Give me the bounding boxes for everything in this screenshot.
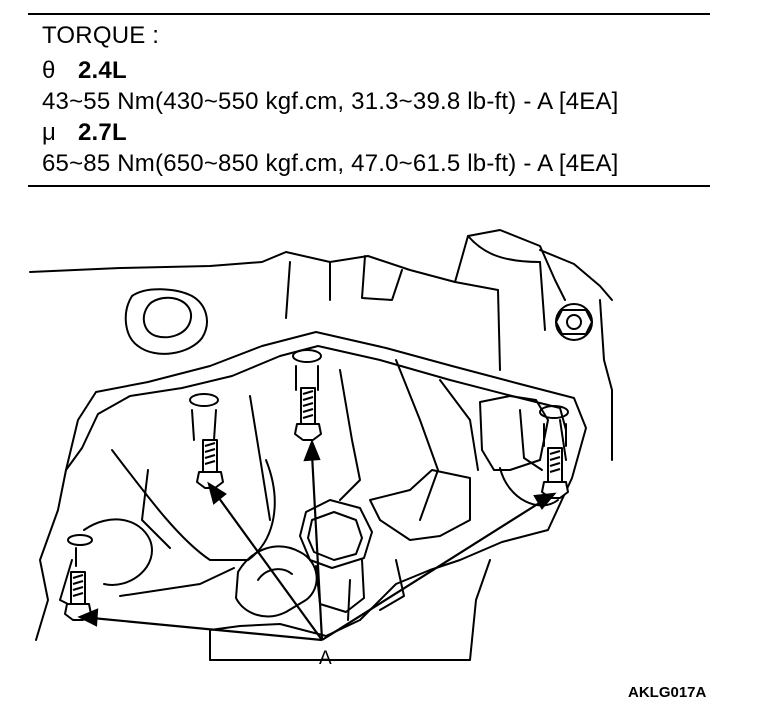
torque-heading: TORQUE : <box>42 22 160 49</box>
engine-mount-illustration <box>29 229 613 661</box>
arrowhead <box>207 481 227 505</box>
figure-code: AKLG017A <box>628 684 707 701</box>
bolt-hole <box>67 534 93 546</box>
bolt-icon <box>294 387 322 441</box>
bracket-outline <box>57 331 587 661</box>
arrowhead <box>533 492 557 510</box>
rule-top <box>28 13 710 15</box>
arrowhead <box>303 439 321 462</box>
theta-engine-symbol: θ <box>42 57 56 84</box>
torque-spec-27l: 65~85 Nm(650~850 kgf.cm, 47.0~61.5 lb-ft… <box>42 150 619 177</box>
torque-spec-24l: 43~55 Nm(430~550 kgf.cm, 31.3~39.8 lb-ft… <box>42 88 619 115</box>
bolt-hole <box>189 393 219 407</box>
bolt-hole <box>539 405 569 419</box>
rule-bottom <box>28 185 710 187</box>
engine-27l-label: 2.7L <box>78 119 127 146</box>
engine-27l-row: μ 2.7L <box>42 119 127 147</box>
bolt-icon <box>64 571 92 621</box>
bolt-icon <box>541 447 569 499</box>
mu-engine-symbol: μ <box>42 119 57 146</box>
engine-block-outline <box>29 251 499 291</box>
bolt-hole <box>292 349 322 363</box>
engine-24l-row: θ 2.4L <box>42 57 127 85</box>
hose-outline <box>235 545 318 618</box>
engine-24l-label: 2.4L <box>78 57 127 84</box>
hex-plug-outline <box>299 499 373 569</box>
arrowhead <box>77 608 99 627</box>
callout-label-a: A <box>319 648 332 669</box>
bolt-icon <box>196 439 224 489</box>
